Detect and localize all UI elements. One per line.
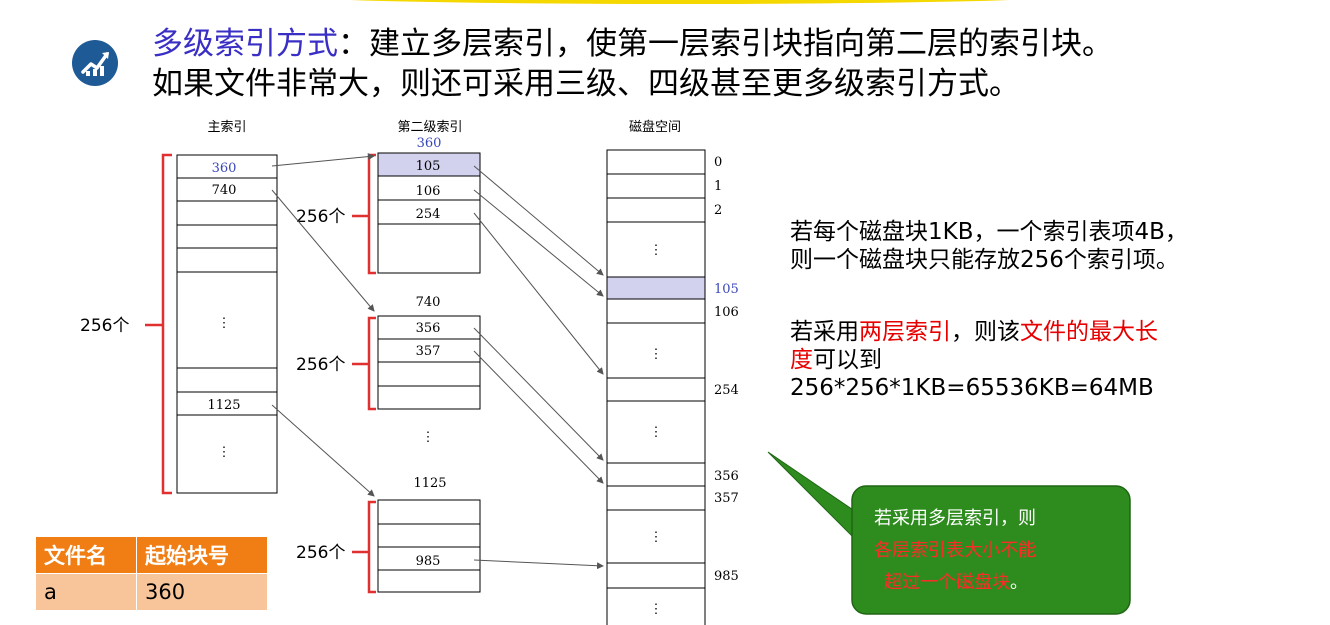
note-text-d: 文件的最大长: [1020, 319, 1158, 345]
group-3-bracket: [352, 500, 376, 594]
disk-space-column: [606, 149, 706, 625]
disk-label-106: 106: [714, 305, 739, 320]
disk-label-254: 254: [714, 383, 739, 398]
group-1-bracket: [352, 153, 376, 275]
callout-line-2: 各层索引表大小不能: [874, 540, 1036, 561]
group-1-label: 360: [417, 136, 442, 151]
group-1-count-label: 256个: [296, 207, 345, 227]
disk-label-1: 1: [714, 179, 722, 194]
callout-line-3-end: 。: [1010, 572, 1028, 593]
main-ellipsis-1: ⋮: [218, 316, 231, 331]
callout-line-3: 超过一个磁盘块: [884, 572, 1010, 593]
callout-bubble: [767, 451, 1131, 615]
heading-line-1: 多级索引方式：建立多层索引，使第一层索引块指向第二层的索引块。: [152, 24, 1113, 64]
file-directory-table: 文件名 起始块号 a 360: [36, 537, 268, 611]
disk-space-header: 磁盘空间: [629, 119, 681, 135]
note-text-f: 可以到: [813, 347, 882, 373]
group-1-table: [377, 152, 481, 274]
logo-icon: [72, 40, 118, 86]
heading-line-1-rest: ：建立多层索引，使第一层索引块指向第二层的索引块。: [338, 26, 1113, 62]
file-table-header-start-block: 起始块号: [136, 537, 268, 574]
disk-label-985: 985: [714, 569, 739, 584]
disk-label-0: 0: [714, 155, 722, 170]
disk-ellipsis-5: ⋮: [650, 602, 663, 617]
main-count-label: 256个: [80, 316, 129, 336]
heading-line-2: 如果文件非常大，则还可采用三级、四级甚至更多级索引方式。: [152, 66, 1020, 102]
main-count-bracket: [145, 153, 172, 495]
file-table-cell-name: a: [36, 573, 137, 611]
group-2-label: 740: [416, 295, 441, 310]
disk-ellipsis-4: ⋮: [650, 530, 663, 545]
callout-line-3-group: 超过一个磁盘块。: [884, 572, 1028, 593]
mid-ellipsis: ⋮: [422, 430, 435, 445]
disk-ellipsis-3: ⋮: [650, 425, 663, 440]
note-max-length-line-3: 256*256*1KB=65536KB=64MB: [790, 375, 1154, 401]
note-capacity: 若每个磁盘块1KB，一个索引表项4B， 则一个磁盘块只能存放256个索引项。: [790, 218, 1188, 274]
disk-label-356: 356: [714, 469, 739, 484]
second-index-header: 第二级索引: [397, 120, 462, 135]
main-entry-2: 740: [212, 183, 237, 198]
group-2-entry-1: 356: [416, 321, 441, 336]
group-2-entry-2: 357: [416, 344, 441, 359]
note-capacity-line-2: 则一个磁盘块只能存放256个索引项。: [790, 247, 1179, 273]
group-1-entry-1: 105: [416, 159, 441, 174]
main-entry-1: 360: [212, 161, 237, 176]
note-text-e: 度: [790, 347, 813, 373]
disk-ellipsis-1: ⋮: [650, 243, 663, 258]
note-text-b: 两层索引: [859, 319, 951, 345]
note-text-c: ，则该: [951, 319, 1020, 345]
note-capacity-line-1: 若每个磁盘块1KB，一个索引表项4B，: [790, 219, 1188, 245]
slide-heading: 多级索引方式：建立多层索引，使第一层索引块指向第二层的索引块。 如果文件非常大，…: [152, 24, 1113, 104]
file-table-header-name: 文件名: [36, 537, 137, 574]
note-text-a: 若采用: [790, 319, 859, 345]
group-3-label: 1125: [413, 476, 446, 491]
disk-label-105: 105: [714, 282, 739, 297]
callout-line-1: 若采用多层索引，则: [874, 508, 1036, 529]
group-1-entry-3: 254: [416, 207, 441, 222]
main-ellipsis-2: ⋮: [218, 445, 231, 460]
note-max-length: 若采用两层索引，则该文件的最大长 度可以到 256*256*1KB=65536K…: [790, 318, 1158, 402]
file-table-row: a 360: [36, 573, 268, 611]
group-2-count-label: 256个: [296, 355, 345, 375]
pointer-arrows: [271, 153, 604, 570]
group-1-entry-2: 106: [416, 184, 441, 199]
note-max-length-line-1: 若采用两层索引，则该文件的最大长: [790, 318, 1158, 346]
file-table-cell-start-block: 360: [136, 573, 268, 611]
heading-highlight: 多级索引方式: [152, 26, 338, 62]
main-index-header: 主索引: [207, 120, 246, 135]
group-3-count-label: 256个: [296, 543, 345, 563]
disk-label-2: 2: [714, 203, 722, 218]
group-3-table: [377, 499, 481, 593]
main-entry-3: 1125: [207, 398, 240, 413]
top-accent-bar: [300, 0, 1060, 4]
group-2-table: [377, 315, 481, 410]
disk-ellipsis-2: ⋮: [650, 347, 663, 362]
group-3-entry-1: 985: [416, 554, 441, 569]
file-table-header-row: 文件名 起始块号: [36, 537, 268, 574]
disk-label-357: 357: [714, 491, 739, 506]
note-max-length-line-2: 度可以到: [790, 346, 1158, 374]
group-2-bracket: [352, 316, 376, 411]
main-index-table: [176, 154, 278, 494]
